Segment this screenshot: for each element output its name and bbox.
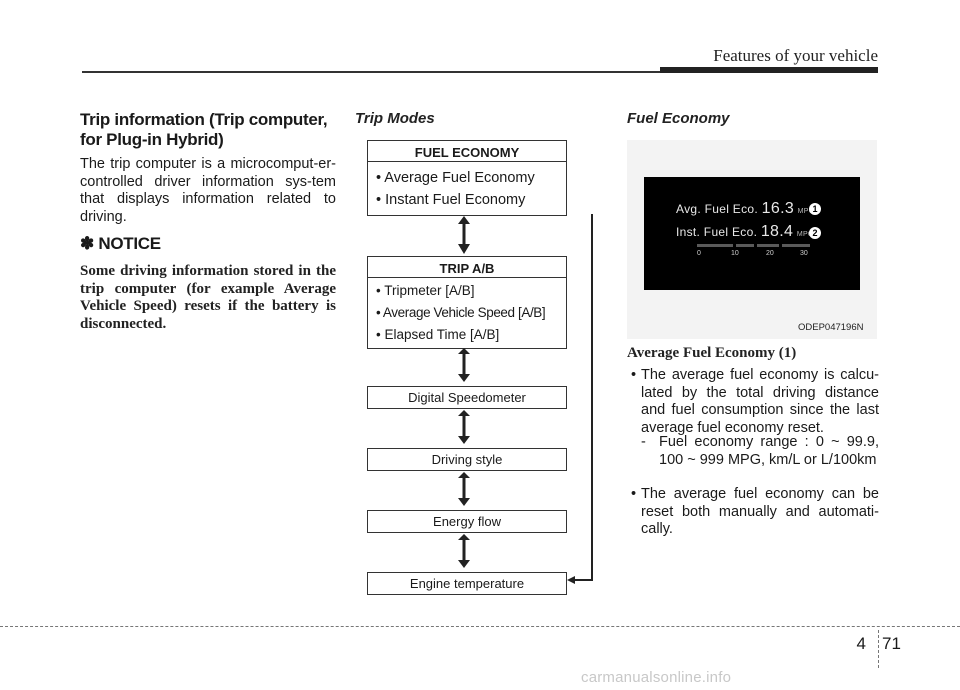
elapsed-time-item: • Elapsed Time [A/B] — [376, 327, 500, 342]
bullet-text: The average fuel economy is calcu-lated … — [641, 367, 879, 436]
intro-paragraph: The trip computer is a microcomput-er-co… — [80, 156, 336, 225]
cluster-display — [644, 177, 860, 290]
engine-temperature-box: Engine temperature — [367, 572, 567, 595]
image-code: ODEP047196N — [798, 322, 864, 333]
bullet-symbol: • — [631, 486, 637, 502]
avg-fuel-eco-row: Avg. Fuel Eco. 16.3 MPG — [676, 200, 815, 218]
dash-paragraph: - Fuel economy range : 0 ~ 99.9, 100 ~ 9… — [641, 434, 879, 469]
running-header: Features of your vehicle — [713, 46, 878, 65]
bullet-text: The average fuel economy can be reset bo… — [641, 486, 879, 537]
inst-fuel-eco-unit: MPG — [796, 231, 814, 238]
footer-rule — [0, 626, 960, 627]
section-heading: Trip information (Trip computer, for Plu… — [80, 110, 328, 149]
fuel-economy-box-header: FUEL ECONOMY — [368, 141, 566, 162]
inst-fuel-eco-value: 18.4 — [760, 223, 794, 240]
tripmeter-item: • Tripmeter [A/B] — [376, 283, 475, 298]
fuel-scale-segment — [757, 244, 779, 247]
average-vehicle-speed-item: • Average Vehicle Speed [A/B] — [376, 305, 546, 320]
trip-modes-title: Trip Modes — [355, 110, 435, 127]
avg-fuel-eco-unit: MPG — [797, 208, 815, 215]
average-fuel-economy-subheading: Average Fuel Economy (1) — [627, 345, 797, 361]
notice-body: Some driving information stored in the t… — [80, 263, 336, 332]
bullet-symbol: • — [631, 367, 637, 383]
driving-style-box: Driving style — [367, 448, 567, 471]
fuel-economy-title: Fuel Economy — [627, 110, 730, 127]
fuel-economy-mode-box: FUEL ECONOMY • Average Fuel Economy • In… — [367, 140, 567, 216]
scale-tick-label: 10 — [731, 250, 739, 257]
trip-modes-arrows — [458, 214, 593, 584]
scale-tick-label: 0 — [697, 250, 701, 257]
notice-title: ✽ NOTICE — [80, 234, 161, 253]
bullet-paragraph: • The average fuel economy is calcu-late… — [627, 367, 879, 437]
header-rule — [82, 71, 660, 73]
average-fuel-economy-item: • Average Fuel Economy — [376, 170, 535, 186]
avg-fuel-eco-value: 16.3 — [761, 200, 795, 217]
inst-fuel-eco-row: Inst. Fuel Eco. 18.4 MPG — [676, 223, 814, 241]
instant-fuel-economy-item: • Instant Fuel Economy — [376, 192, 526, 208]
header-rule-accent — [660, 67, 878, 73]
scale-tick-label: 30 — [800, 250, 808, 257]
avg-fuel-eco-label: Avg. Fuel Eco. — [676, 202, 759, 216]
watermark: carmanualsonline.info — [581, 669, 732, 686]
scale-tick-label: 20 — [766, 250, 774, 257]
bullet-paragraph: • The average fuel economy can be reset … — [627, 486, 879, 539]
digital-speedometer-box: Digital Speedometer — [367, 386, 567, 409]
page-number: 71 — [882, 634, 901, 653]
fuel-scale-segment — [736, 244, 754, 247]
footer-vertical-rule — [878, 630, 879, 668]
chapter-number: 4 — [856, 634, 866, 653]
callout-badge-1: 1 — [809, 203, 821, 215]
dash-symbol: - — [641, 434, 646, 450]
callout-badge-2: 2 — [809, 227, 821, 239]
trip-ab-box-header: TRIP A/B — [368, 257, 566, 278]
dash-text: Fuel economy range : 0 ~ 99.9, 100 ~ 999… — [659, 434, 879, 468]
inst-fuel-eco-label: Inst. Fuel Eco. — [676, 225, 758, 239]
fuel-scale-segment — [697, 244, 733, 247]
trip-ab-mode-box: TRIP A/B • Tripmeter [A/B] • Average Veh… — [367, 256, 567, 349]
energy-flow-box: Energy flow — [367, 510, 567, 533]
fuel-scale-segment — [782, 244, 810, 247]
loop-arrow-icon — [569, 214, 593, 581]
